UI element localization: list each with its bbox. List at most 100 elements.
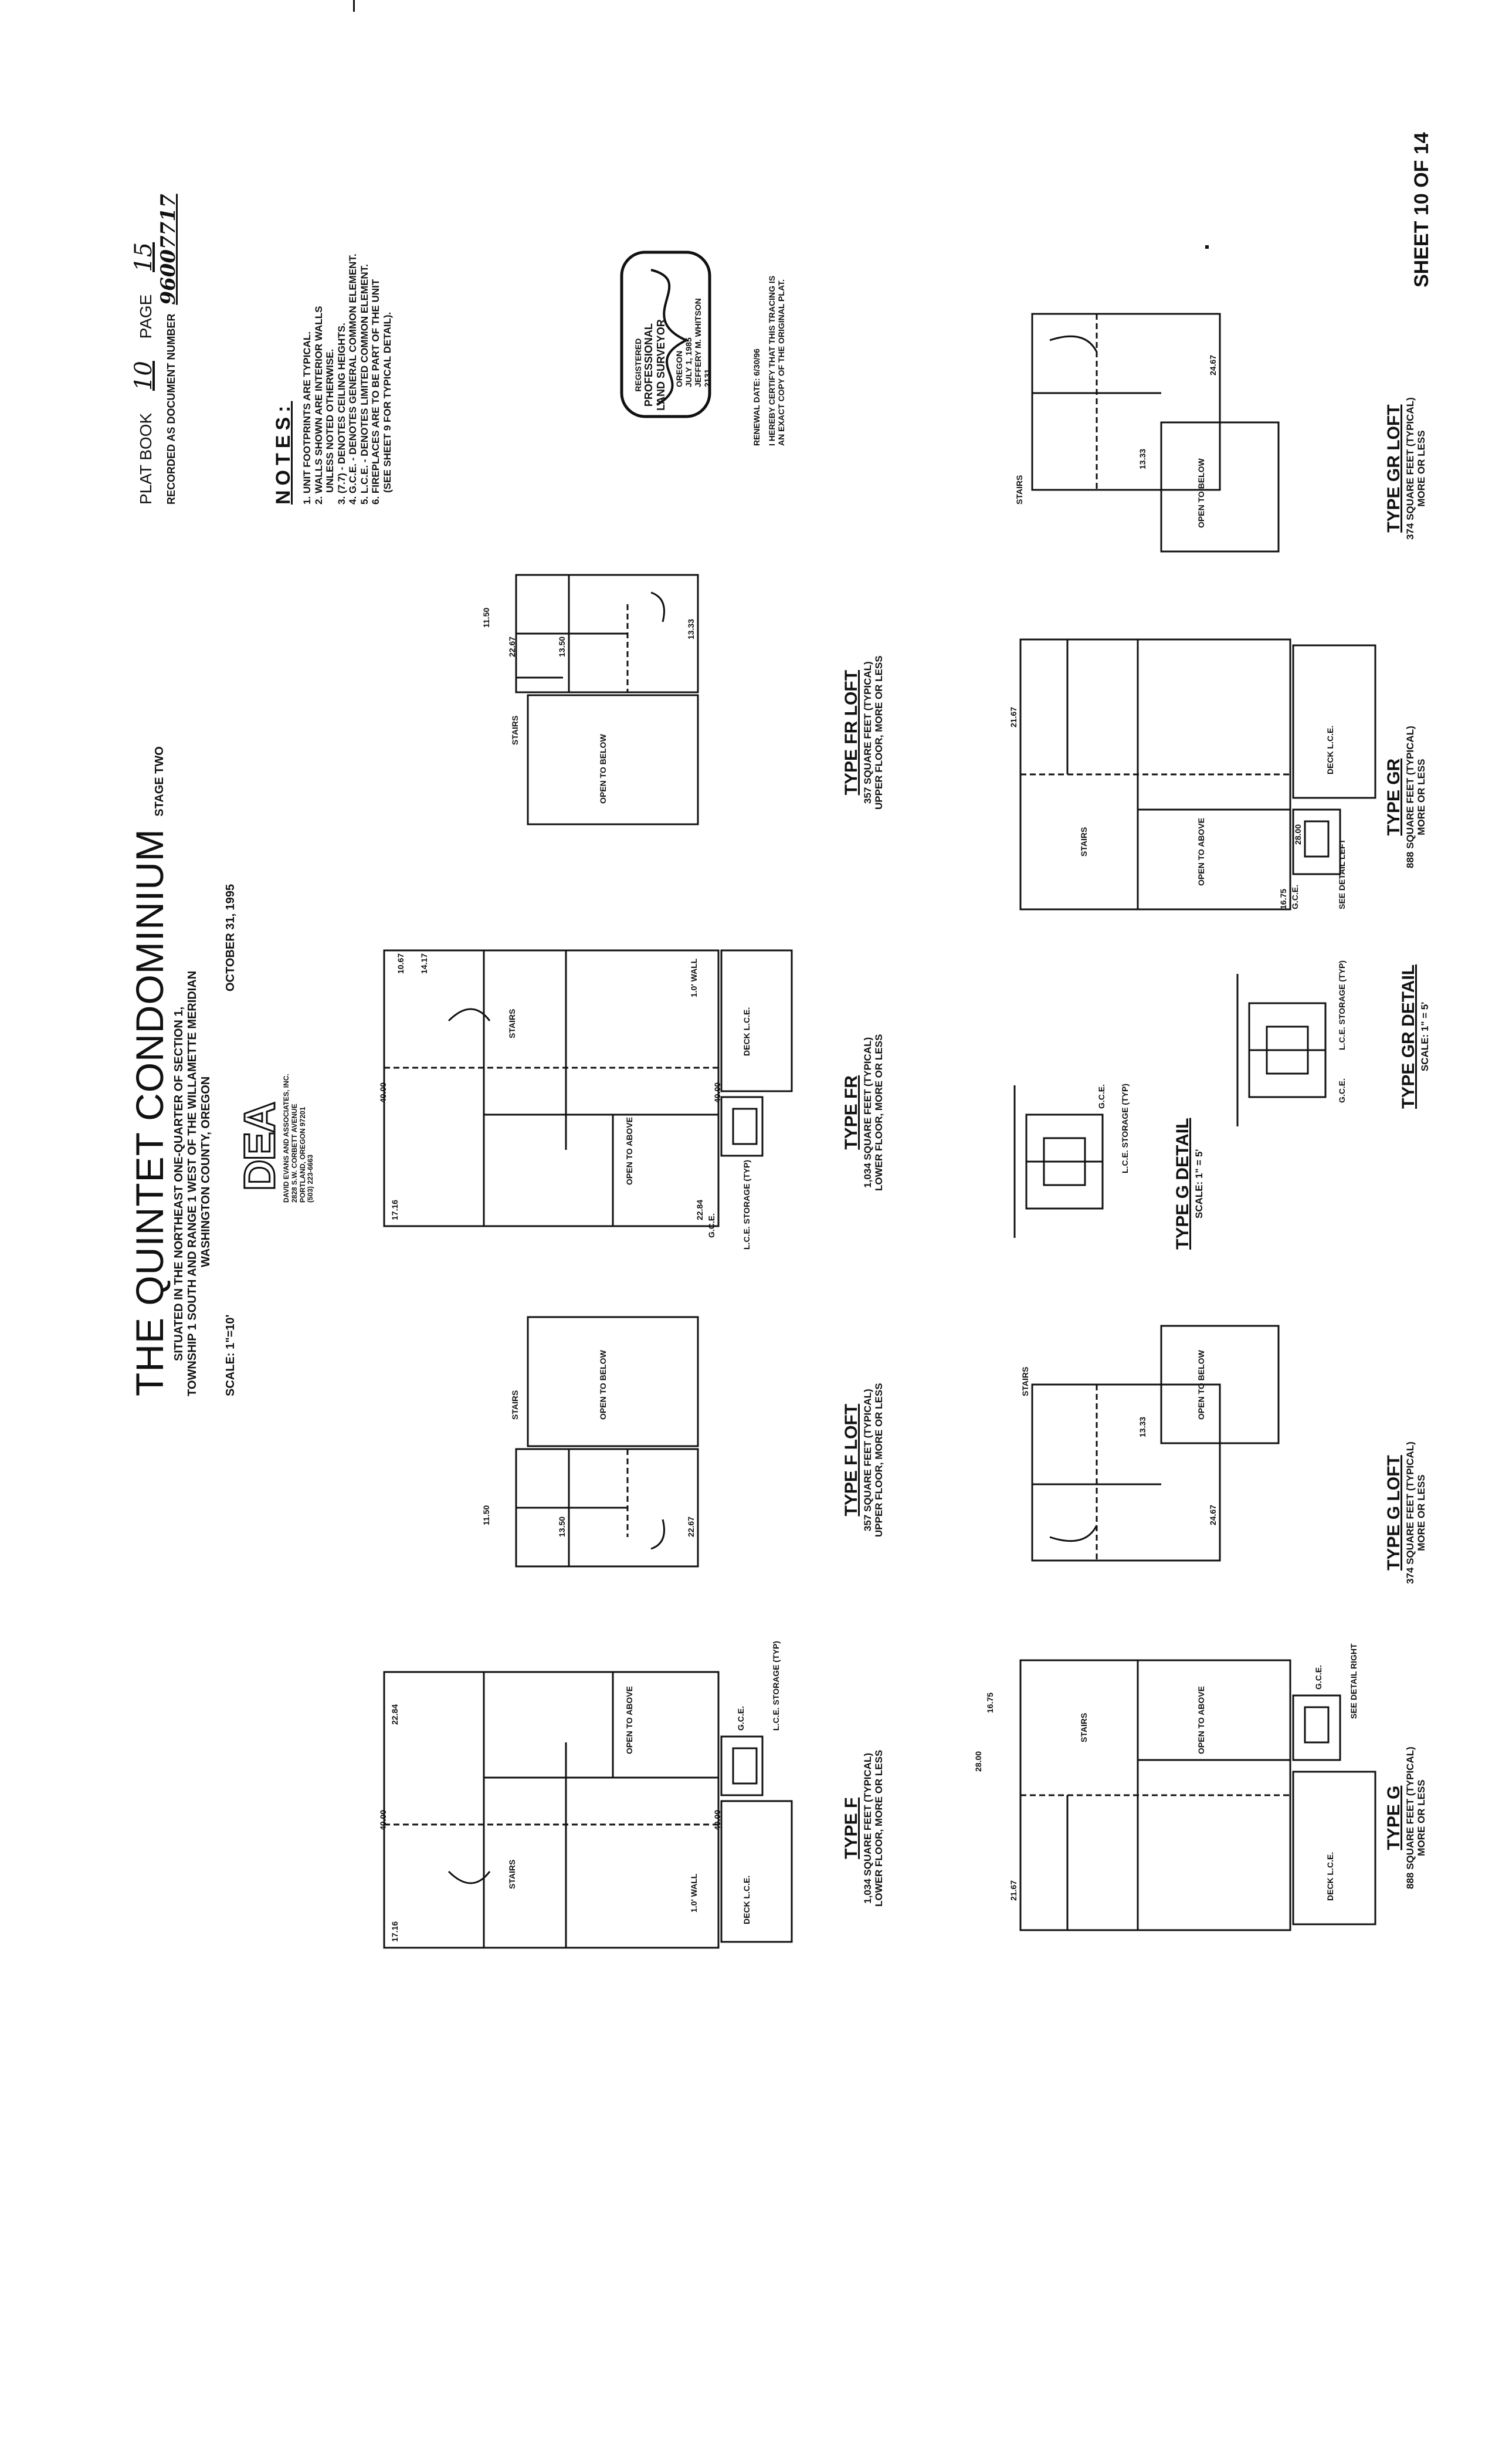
surveyor-seal [616, 246, 716, 422]
open-to-below-label: OPEN TO BELOW [598, 1350, 608, 1420]
plan-type-f: DECK L.C.E. OPEN TO ABOVE STAIRS G.C.E. … [378, 1641, 801, 1959]
dim-label: 17.16 [390, 1921, 399, 1942]
open-to-below-label: OPEN TO BELOW [598, 734, 608, 804]
note-line: 4. G.C.E. - DENOTES GENERAL COMMON ELEME… [347, 253, 359, 505]
caption-type-g-loft: TYPE G LOFT 374 SQUARE FEET (TYPICAL) MO… [1384, 1441, 1427, 1584]
stairs-label: STAIRS [1015, 475, 1024, 505]
gce-label: G.C.E. [1314, 1664, 1323, 1690]
plan-area: 374 SQUARE FEET (TYPICAL) [1404, 397, 1416, 540]
plan-title: TYPE G [1384, 1785, 1403, 1850]
seal-line: OREGON [674, 350, 684, 387]
plan-type-gr: DECK L.C.E. OPEN TO ABOVE STAIRS G.C.E. … [974, 634, 1384, 915]
plan-title: TYPE G LOFT [1384, 1455, 1403, 1571]
note-line: (SEE SHEET 9 FOR TYPICAL DETAIL). [381, 312, 393, 493]
open-to-below-label: OPEN TO BELOW [1196, 458, 1206, 528]
dim-label: 28.00 [974, 1751, 983, 1772]
plan-floor: UPPER FLOOR, MORE OR LESS [873, 655, 885, 810]
plan-type-gr-loft: OPEN TO BELOW STAIRS 24.67 13.33 [962, 305, 1290, 557]
dim-label: 21.67 [1009, 1880, 1018, 1901]
floor-plan-drawing [1019, 638, 1376, 911]
dim-label: 24.67 [1208, 354, 1218, 375]
dim-label: 11.50 [481, 1505, 491, 1525]
dim-label: 40.00 [713, 1082, 722, 1103]
title-date: OCTOBER 31, 1995 [224, 884, 237, 991]
plan-floor: MORE OR LESS [1416, 759, 1427, 835]
plan-title: TYPE FR LOFT [842, 670, 861, 796]
floor-plan-drawing [1031, 313, 1280, 553]
plan-floor: LOWER FLOOR, MORE OR LESS [873, 1034, 885, 1191]
caption-type-fr-loft: TYPE FR LOFT 357 SQUARE FEET (TYPICAL) U… [842, 655, 885, 810]
dim-label: 11.50 [481, 607, 491, 628]
dim-label: 40.00 [713, 1809, 722, 1830]
dim-label: 22.67 [507, 636, 517, 657]
dim-label: 22.67 [686, 1516, 696, 1537]
notes-list: 1. UNIT FOOTPRINTS ARE TYPICAL. 2. WALLS… [301, 253, 393, 505]
seal-line: LAND SURVEYOR [655, 319, 667, 411]
plan-floor: LOWER FLOOR, MORE OR LESS [873, 1749, 885, 1907]
stage-label: STAGE TWO [153, 746, 166, 817]
gce-label: G.C.E. [1097, 1084, 1106, 1109]
dim-label: 22.84 [390, 1704, 399, 1725]
caption-type-gr-detail: TYPE GR DETAIL SCALE: 1" = 5' [1399, 964, 1430, 1109]
plan-title: TYPE FR [842, 1075, 861, 1150]
certify-line: AN EXACT COPY OF THE ORIGINAL PLAT. [776, 279, 786, 446]
detail-drawing [1013, 1085, 1104, 1238]
floor-plan-drawing [515, 574, 699, 825]
surveyor-certification: RENEWAL DATE: 6/30/96 I HEREBY CERTIFY T… [752, 276, 786, 446]
detail-scale: SCALE: 1" = 5' [1193, 1149, 1205, 1219]
note-line: 2. WALLS SHOWN ARE INTERIOR WALLS [313, 306, 324, 505]
stairs-label: STAIRS [507, 1008, 517, 1038]
deck-label: DECK L.C.E. [742, 1007, 751, 1056]
caption-type-f-loft: TYPE F LOFT 357 SQUARE FEET (TYPICAL) UP… [842, 1383, 885, 1537]
stairs-label: STAIRS [1079, 827, 1089, 857]
plan-area: 888 SQUARE FEET (TYPICAL) [1404, 726, 1416, 868]
seal-line: JEFFERY M. WHITSON [693, 298, 703, 387]
firm-name: DAVID EVANS AND ASSOCIATES, INC. [282, 1074, 290, 1203]
dim-label: 13.50 [557, 1516, 567, 1537]
stairs-label: STAIRS [1020, 1366, 1030, 1396]
note-line: 1. UNIT FOOTPRINTS ARE TYPICAL. [301, 331, 313, 505]
see-detail-label: SEE DETAIL RIGHT [1349, 1643, 1358, 1719]
firm-logo: DEA [235, 1102, 285, 1192]
page-label: PAGE [137, 294, 155, 339]
plan-floor: MORE OR LESS [1416, 430, 1427, 507]
seal-text-lower: OREGON JULY 1, 1985 JEFFERY M. WHITSON 2… [674, 298, 712, 387]
renewal-date: RENEWAL DATE: 6/30/96 [752, 348, 761, 446]
plan-title: TYPE GR LOFT [1384, 404, 1403, 533]
dim-label: 10.67 [396, 953, 405, 974]
dim-label: 28.00 [1293, 824, 1303, 845]
wall-label: 1.0' WALL [689, 958, 698, 997]
plan-area: 1,034 SQUARE FEET (TYPICAL) [862, 1037, 873, 1188]
caption-type-g: TYPE G 888 SQUARE FEET (TYPICAL) MORE OR… [1384, 1747, 1427, 1889]
plan-floor: MORE OR LESS [1416, 1779, 1427, 1856]
open-to-below-label: OPEN TO BELOW [1196, 1350, 1206, 1420]
firm-phone: (503) 223-6663 [306, 1154, 315, 1203]
plan-type-g: DECK L.C.E. OPEN TO ABOVE STAIRS G.C.E. … [974, 1643, 1384, 1936]
dim-label: 16.75 [1279, 888, 1288, 909]
note-line: 6. FIREPLACES ARE TO BE PART OF THE UNIT [370, 279, 382, 505]
plan-type-fr: DECK L.C.E. OPEN TO ABOVE STAIRS G.C.E. … [378, 939, 801, 1250]
seal-line: 2131 [703, 368, 713, 387]
gce-label: G.C.E. [736, 1705, 745, 1731]
detail-title: TYPE GR DETAIL [1399, 964, 1418, 1109]
dim-label: 13.50 [557, 636, 567, 657]
dim-label: 22.84 [695, 1199, 704, 1220]
plat-book-label: PLAT BOOK [137, 412, 155, 505]
deck-label: DECK L.C.E. [1325, 1852, 1335, 1901]
plan-type-g-detail: G.C.E. L.C.E. STORAGE (TYP) [1009, 1079, 1130, 1244]
caption-type-g-detail: TYPE G DETAIL SCALE: 1" = 5' [1173, 1118, 1205, 1250]
plan-area: 357 SQUARE FEET (TYPICAL) [862, 661, 873, 804]
recorded-line: RECORDED AS DOCUMENT NUMBER 96007717 [157, 194, 180, 505]
recorded-label: RECORDED AS DOCUMENT NUMBER [165, 313, 177, 505]
seal-text: REGISTERED PROFESSIONAL LAND SURVEYOR [633, 319, 667, 411]
wall-label: 1.0' WALL [689, 1873, 698, 1913]
dim-label: 21.67 [1009, 706, 1018, 727]
dim-label: 40.00 [378, 1082, 388, 1103]
page-value: 15 [130, 242, 157, 272]
plan-type-f-loft: OPEN TO BELOW STAIRS 22.67 13.50 11.50 [481, 1314, 727, 1572]
dim-label: 13.33 [686, 618, 696, 639]
dim-label: 24.67 [1208, 1504, 1218, 1525]
caption-type-fr: TYPE FR 1,034 SQUARE FEET (TYPICAL) LOWE… [842, 1034, 885, 1191]
plat-book-value: 10 [130, 361, 157, 391]
note-line: 5. L.C.E. - DENOTES LIMITED COMMON ELEME… [358, 264, 370, 505]
